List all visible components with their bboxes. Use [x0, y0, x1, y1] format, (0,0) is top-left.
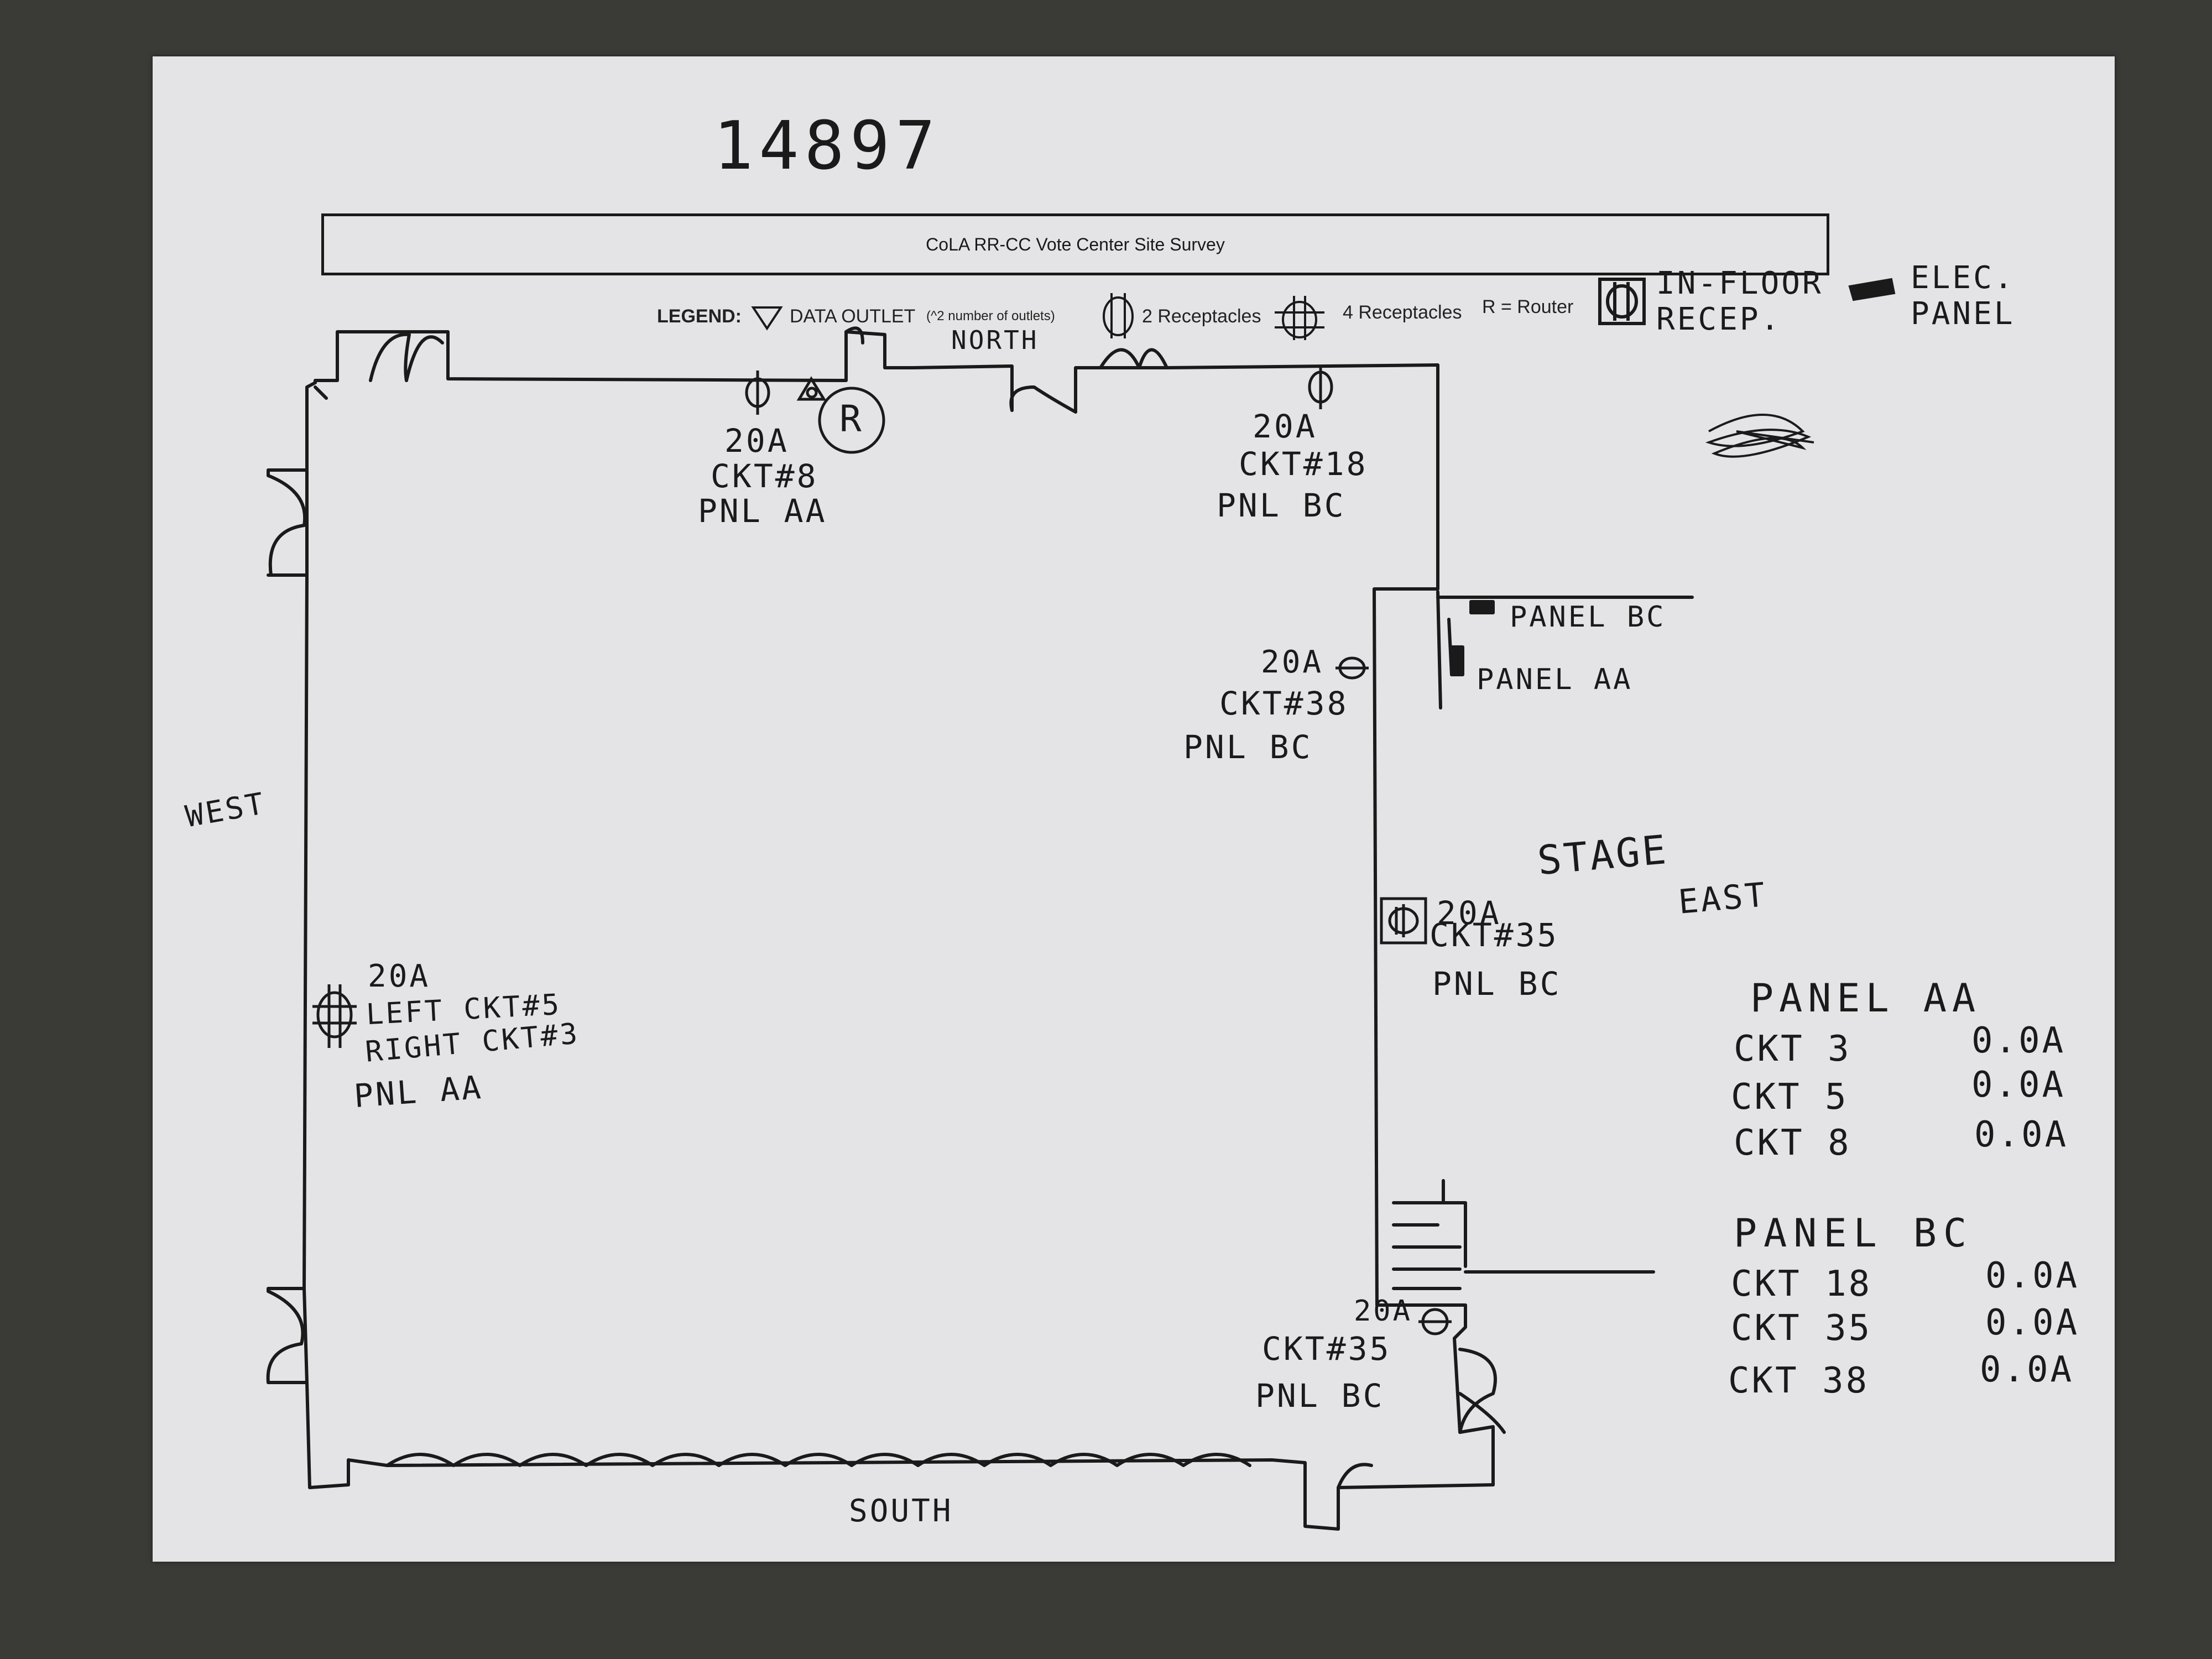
west-amps: 20A — [368, 958, 431, 994]
south-door — [1337, 1463, 1373, 1489]
two-receptacle-east-lower — [1418, 1308, 1452, 1335]
in-floor-receptacle-east — [1380, 897, 1427, 945]
east-lower-panel: PNL BC — [1255, 1377, 1385, 1415]
panel-aa-mark — [1450, 645, 1464, 676]
east-lower-amps: 20A — [1354, 1295, 1412, 1328]
reading-bc-row2-value: 0.0A — [1985, 1302, 2080, 1343]
east-wall — [1373, 587, 1495, 1486]
legend-router: R = Router — [1482, 296, 1574, 317]
panel-bc-mark — [1469, 600, 1495, 614]
two-receptacle-east-upper — [1335, 656, 1369, 680]
site-number: 14897 — [713, 108, 941, 185]
legend-elec-panel-icon — [1848, 278, 1896, 301]
north-left-panel: PNL AA — [698, 492, 827, 530]
router-mark: R — [839, 398, 864, 440]
survey-title-box: CoLA RR-CC Vote Center Site Survey — [321, 213, 1829, 275]
paper-sheet — [153, 56, 2115, 1562]
legend-triangle-icon — [751, 306, 783, 331]
legend-elec-panel-line2: PANEL — [1911, 296, 2015, 332]
east-door — [1458, 1348, 1497, 1434]
legend-in-floor-icon — [1598, 278, 1646, 325]
north-door-left-2 — [405, 335, 444, 382]
east-middle-panel: PNL BC — [1432, 965, 1562, 1003]
reading-aa-row2-circuit: CKT 5 — [1731, 1077, 1849, 1118]
direction-south: SOUTH — [849, 1493, 953, 1529]
legend-label: LEGEND: — [657, 306, 742, 327]
east-middle-amps: 20A — [1437, 894, 1501, 932]
east-upper-panel: PNL BC — [1183, 728, 1313, 766]
scribble-mark — [1705, 414, 1814, 458]
legend-two-receptacles: 2 Receptacles — [1142, 306, 1261, 327]
west-wall — [267, 381, 350, 1489]
east-upper-amps: 20A — [1261, 644, 1324, 680]
reading-bc-row3-value: 0.0A — [1980, 1349, 2074, 1390]
reading-aa-row3-value: 0.0A — [1974, 1114, 2069, 1155]
direction-east: EAST — [1677, 875, 1769, 922]
stage-label: STAGE — [1535, 826, 1670, 884]
north-right-circuit: CKT#18 — [1239, 445, 1368, 483]
router-circle — [818, 387, 885, 454]
panel-aa-line — [1447, 618, 1453, 676]
four-receptacle-west — [312, 984, 357, 1048]
south-wall-wave — [385, 1453, 1251, 1467]
two-receptacle-north-left — [745, 371, 770, 415]
legend-in-floor-line2: RECEP. — [1656, 301, 1782, 337]
legend-in-floor-line1: IN-FLOOR — [1656, 265, 1823, 301]
reading-aa-row2-value: 0.0A — [1971, 1065, 2066, 1105]
panel-aa-label: PANEL AA — [1477, 663, 1633, 696]
reading-aa-row3-circuit: CKT 8 — [1734, 1123, 1851, 1164]
north-right-panel: PNL BC — [1217, 487, 1346, 524]
legend-data-outlet-note: (^2 number of outlets) — [926, 309, 1055, 324]
direction-north: NORTH — [951, 325, 1039, 355]
south-wall — [347, 1458, 1495, 1531]
panel-wall — [1436, 590, 1442, 709]
legend-four-receptacle-icon — [1275, 296, 1324, 340]
north-left-amps: 20A — [724, 422, 789, 460]
reading-bc-row3-circuit: CKT 38 — [1728, 1360, 1870, 1401]
legend-data-outlet: DATA OUTLET — [790, 306, 916, 327]
panel-bc-label: PANEL BC — [1510, 601, 1666, 634]
data-outlet-north — [796, 376, 827, 401]
reading-bc-row2-circuit: CKT 35 — [1731, 1308, 1872, 1349]
north-right-amps: 20A — [1253, 408, 1317, 445]
west-door-2 — [266, 1290, 305, 1384]
west-tick-1 — [314, 385, 328, 400]
legend-elec-panel-line1: ELEC. — [1911, 260, 2015, 296]
reading-aa-row1-circuit: CKT 3 — [1734, 1029, 1851, 1070]
north-door-mid — [1009, 385, 1077, 414]
east-upper-circuit: CKT#38 — [1219, 685, 1349, 722]
stage-stairs — [1392, 1179, 1467, 1290]
north-door-left-1 — [369, 332, 411, 382]
legend-two-receptacle-icon — [1103, 293, 1134, 338]
east-lower-circuit: CKT#35 — [1262, 1330, 1391, 1368]
north-door-top — [844, 326, 864, 345]
reading-panel-aa-title: PANEL AA — [1750, 975, 1981, 1021]
east-door-2 — [1458, 1392, 1506, 1434]
reading-aa-row1-value: 0.0A — [1971, 1020, 2066, 1061]
reading-bc-row1-value: 0.0A — [1985, 1255, 2080, 1296]
north-door-mid-2 — [1099, 348, 1168, 369]
reading-bc-row1-circuit: CKT 18 — [1731, 1264, 1872, 1305]
west-panel: PNL AA — [352, 1068, 484, 1115]
two-receptacle-north-right — [1308, 365, 1333, 409]
legend-four-receptacles: 4 Receptacles — [1343, 302, 1462, 323]
north-left-circuit: CKT#8 — [711, 457, 818, 495]
reading-panel-bc-title: PANEL BC — [1734, 1211, 1974, 1256]
east-middle-circuit: CKT#35 — [1430, 916, 1559, 954]
survey-title: CoLA RR-CC Vote Center Site Survey — [926, 234, 1225, 254]
west-door-1 — [267, 474, 307, 577]
